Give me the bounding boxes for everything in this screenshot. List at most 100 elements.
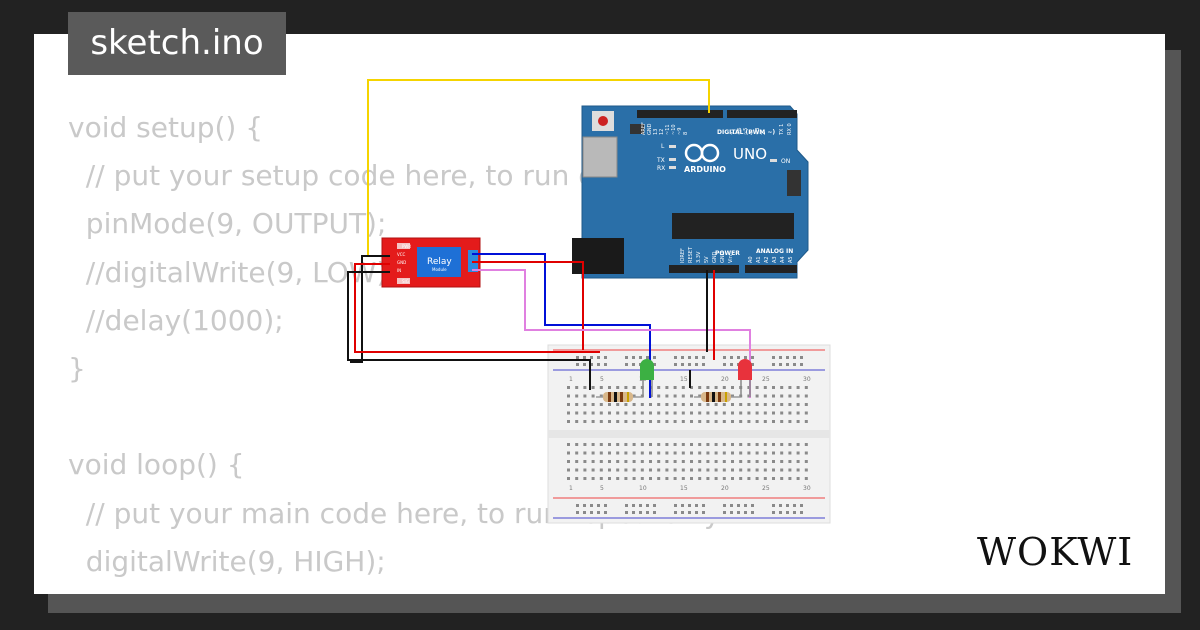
pin-label-4: 4: [749, 132, 755, 135]
pin-label-11: ~11: [665, 124, 671, 135]
pin-label-gnd1: GND: [712, 251, 718, 263]
on-led: [770, 159, 777, 162]
icsp-header-top: [630, 124, 644, 134]
pin-label-a5: A5: [788, 256, 794, 263]
usb-port: [582, 136, 618, 178]
l-label: L: [661, 143, 665, 150]
bb-col-5b: 5: [600, 485, 604, 492]
led-red[interactable]: [738, 359, 752, 397]
atmega-chip: [672, 213, 794, 239]
digital-pin-labels: AREF GND 13 12 ~11 ~10 ~9 8 7 ~6 ~5 4 ~3…: [641, 122, 793, 136]
pin-label-aref: AREF: [641, 122, 647, 135]
bb-col-25: 25: [762, 376, 770, 383]
code-line: delay(1000);: [68, 593, 265, 594]
power-header: [669, 265, 739, 273]
bb-col-10b: 10: [639, 485, 647, 492]
wokwi-logo-text: WOKWI: [977, 530, 1133, 574]
digital-header-left: [637, 110, 723, 118]
bb-col-5: 5: [600, 376, 604, 383]
reset-button[interactable]: [598, 116, 608, 126]
pin-label-6: ~6: [737, 128, 743, 135]
pin-label-5: ~5: [743, 128, 749, 135]
pin-label-ioref: IOREF: [680, 248, 686, 263]
pin-label-vin: Vin: [728, 255, 734, 263]
led-green[interactable]: [640, 359, 654, 397]
icsp-header: [787, 170, 801, 196]
bb-col-25b: 25: [762, 485, 770, 492]
pin-label-a0: A0: [748, 256, 754, 263]
wire-pink: [472, 269, 751, 398]
pin-label-gnd2: GND: [720, 251, 726, 263]
pin-label-2: 2: [761, 132, 767, 135]
code-line: void loop() {: [68, 448, 245, 482]
code-line: void setup() {: [68, 111, 264, 144]
analog-header-label: ANALOG IN: [756, 248, 793, 255]
pin-label-gnd: GND: [647, 123, 653, 135]
on-label: ON: [781, 158, 790, 165]
file-tab[interactable]: sketch.ino: [68, 12, 286, 75]
wire-red-right: [472, 261, 584, 350]
pin-label-rx0: RX 0: [787, 123, 793, 135]
bb-col-1: 1: [569, 376, 573, 383]
pin-label-12: 12: [659, 129, 665, 135]
relay-label: Relay: [427, 257, 452, 267]
digital-header-label: DIGITAL (PWM ~): [717, 129, 775, 136]
l-led: [669, 145, 676, 148]
tx-label: TX: [656, 157, 665, 164]
wire-black-gnd-1: [350, 255, 390, 363]
relay-cube: [417, 247, 461, 277]
tx-led: [669, 158, 676, 161]
pin-label-a4: A4: [780, 256, 786, 263]
rx-led: [669, 166, 676, 169]
relay-sublabel: Module: [432, 267, 447, 272]
rx-label: RX: [657, 165, 665, 172]
power-pin-labels: IOREF RESET 3.3V 5V GND GND Vin A0 A1 A2…: [680, 246, 794, 263]
relay-pin-gnd: GND: [397, 260, 406, 265]
pwr-led: [397, 243, 410, 249]
power-jack: [572, 238, 624, 274]
pin-label-3v3: 3.3V: [696, 251, 702, 263]
pin-label-8: 8: [683, 132, 689, 135]
bb-col-1b: 1: [569, 485, 573, 492]
pin-label-a2: A2: [764, 256, 770, 263]
code-line: //delay(1000);: [68, 303, 284, 337]
sig-led: [397, 278, 410, 284]
code-line: digitalWrite(9, HIGH);: [68, 544, 386, 578]
bb-col-15: 15: [680, 376, 688, 383]
bb-col-30b: 30: [803, 485, 811, 492]
relay-module[interactable]: PWR SIG VCC GND IN Relay Module: [381, 237, 481, 288]
wires: [347, 79, 751, 398]
wire-blue: [472, 253, 651, 398]
board-model: UNO: [733, 145, 767, 163]
wire-red-vcc: [354, 263, 600, 353]
resistor-1[interactable]: [596, 392, 643, 402]
pin-label-7: 7: [731, 132, 737, 135]
relay-pin-vcc: VCC: [397, 252, 406, 257]
code-line: pinMode(9, OUTPUT);: [68, 207, 387, 241]
pin-label-tx1: TX 1: [779, 124, 785, 136]
pin-label-3: ~3: [755, 128, 761, 135]
pwr-led-label: PWR: [402, 244, 411, 249]
pin-label-a1: A1: [756, 256, 762, 263]
pin-label-10: ~10: [671, 124, 677, 135]
board-brand: ARDUINO: [684, 165, 726, 174]
file-tab-title: sketch.ino: [90, 23, 264, 63]
pin-label-5v: 5V: [704, 256, 710, 263]
wire-black-gnd-2: [347, 271, 591, 390]
arduino-infinity-icon: [684, 143, 720, 163]
arduino-uno[interactable]: UNO ARDUINO DIGITAL (PWM ~) POWER ANALOG…: [572, 105, 809, 279]
bb-col-20b: 20: [721, 485, 729, 492]
wokwi-logo: WOKWI: [977, 530, 1133, 574]
pin-label-9: ~9: [677, 128, 683, 135]
relay-pin-in: IN: [397, 268, 401, 273]
sig-led-label: SIG: [402, 279, 409, 284]
code-line: }: [68, 352, 86, 386]
pin-label-a3: A3: [772, 256, 778, 263]
digital-header-right: [727, 110, 797, 118]
power-header-label: POWER: [715, 250, 740, 257]
bb-col-20: 20: [721, 376, 729, 383]
resistor-2[interactable]: [694, 392, 741, 402]
analog-header: [745, 265, 797, 273]
pin-label-13: 13: [653, 129, 659, 135]
